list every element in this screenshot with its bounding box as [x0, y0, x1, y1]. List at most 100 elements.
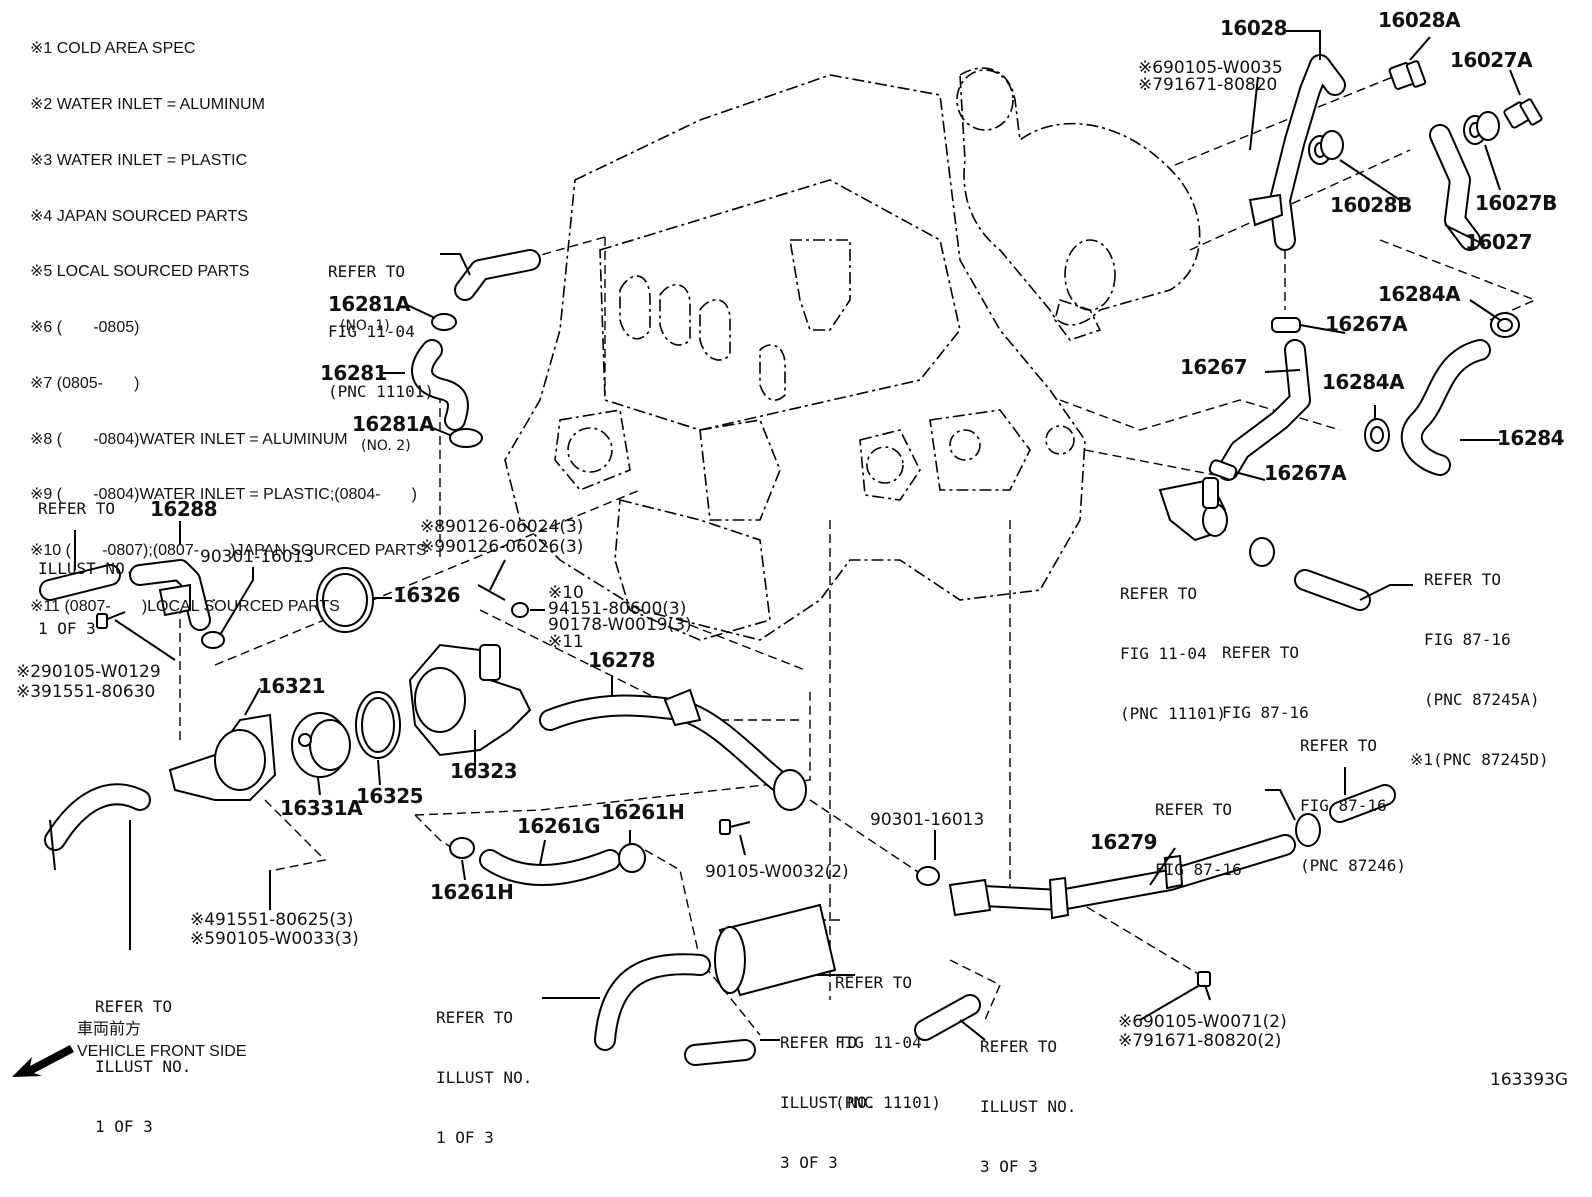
label-16323[interactable]: 16323: [450, 759, 518, 783]
part-bolt-90105-W0129: [96, 611, 126, 629]
refer-to-fig-87-16-mid[interactable]: REFER TO FIG 87-16: [1222, 603, 1309, 743]
label-16281[interactable]: 16281: [320, 361, 388, 385]
part-90301-16013-oring-top: [201, 631, 225, 649]
label-16027A[interactable]: 16027A: [1450, 48, 1533, 72]
spec-notes: ※1 COLD AREA SPEC ※2 WATER INLET = ALUMI…: [30, 3, 427, 635]
spec-note: ※5 LOCAL SOURCED PARTS: [30, 263, 250, 281]
bolt-note[interactable]: ※491551-80625(3): [190, 910, 354, 930]
refer-line: REFER TO: [1222, 643, 1300, 662]
bolt-note[interactable]: ※990126-06026(3): [420, 537, 584, 557]
spec-note: ※10 ( -0807);(0807- )JAPAN SOURCED PARTS: [30, 542, 427, 560]
label-16278[interactable]: 16278: [588, 648, 656, 672]
refer-line: REFER TO: [436, 1008, 514, 1027]
label-90301-16013-bottom[interactable]: 90301-16013: [870, 810, 985, 830]
refer-line: 1 OF 3: [38, 619, 96, 638]
part-16284-hose: [1400, 339, 1491, 476]
label-16267A-top[interactable]: 16267A: [1325, 312, 1408, 336]
label-16281A-1-sub: (NO. 1): [340, 318, 390, 334]
bolt-note[interactable]: 90178-W0019(3): [548, 615, 692, 635]
label-16331A[interactable]: 16331A: [280, 796, 363, 820]
label-16261G[interactable]: 16261G: [517, 814, 601, 838]
refer-line: (PNC 87245A): [1424, 690, 1540, 709]
part-16326-gasket: [316, 567, 374, 633]
bolt-note[interactable]: ※791671-80820(2): [1118, 1031, 1282, 1051]
refer-line: 1 OF 3: [95, 1117, 153, 1136]
bolt-note[interactable]: ※890126-06024(3): [420, 517, 584, 537]
part-16279-pipe: [948, 834, 1296, 920]
label-16284[interactable]: 16284: [1497, 426, 1565, 450]
bolt-note[interactable]: ※391551-80630: [16, 682, 156, 702]
spec-note: ※1 COLD AREA SPEC: [30, 40, 196, 58]
refer-to-fig-11-04-right[interactable]: REFER TO FIG 11-04 (PNC 11101): [1120, 544, 1226, 744]
bolt-note[interactable]: ※290105-W0129: [16, 662, 161, 682]
parts-diagram: ※1 COLD AREA SPEC ※2 WATER INLET = ALUMI…: [12, 3, 1568, 1176]
refer-to-fig-87-16-pnc-87246[interactable]: REFER TO FIG 87-16 (PNC 87246): [1300, 696, 1406, 896]
label-90301-16013-top[interactable]: 90301-16013: [200, 547, 315, 567]
label-16284A-top[interactable]: 16284A: [1378, 282, 1461, 306]
label-16281A-1[interactable]: 16281A: [328, 292, 411, 316]
part-16284A-clamp-mid: [1364, 418, 1390, 452]
label-16267[interactable]: 16267: [1180, 355, 1248, 379]
vehicle-front-arrow: [12, 1045, 74, 1077]
refer-to-fig-87-16-lower[interactable]: REFER TO FIG 87-16: [1155, 760, 1242, 900]
bolt-note[interactable]: 94151-80600(3): [548, 599, 687, 619]
part-90301-16013-oring-bottom: [916, 866, 940, 886]
part-16288-pipe: [129, 559, 211, 631]
spec-note: ※8 ( -0804)WATER INLET = ALUMINUM: [30, 430, 348, 448]
part-16281A-clamp-2: [449, 428, 483, 448]
label-90105-W0032[interactable]: 90105-W0032(2): [705, 862, 849, 882]
label-16326[interactable]: 16326: [393, 583, 461, 607]
spec-note: ※7 (0805- ): [30, 374, 140, 392]
refer-line: (PNC 11101): [1120, 704, 1226, 723]
label-16028B[interactable]: 16028B: [1330, 193, 1412, 217]
refer-line: REFER TO: [1155, 800, 1233, 819]
hose-bottom-small: [684, 1039, 756, 1066]
part-pipe-11101-top: [454, 249, 541, 301]
part-16278-pipe: [539, 688, 807, 811]
label-16288[interactable]: 16288: [150, 497, 218, 521]
refer-to-fig-11-04-top[interactable]: REFER TO FIG 11-04 (PNC 11101): [328, 222, 434, 422]
spec-note: ※11 (0807- )LOCAL SOURCED PARTS: [30, 598, 340, 615]
bolt-note[interactable]: ※791671-80820: [1138, 75, 1278, 95]
refer-to-illust-center-bottom[interactable]: REFER TO ILLUST NO. 1 OF 3: [436, 968, 532, 1168]
bolt-note[interactable]: ※690105-W0071(2): [1118, 1012, 1287, 1032]
part-bolt-90105-W0032: [719, 819, 751, 835]
refer-to-illust-3-of-3-left[interactable]: REFER TO ILLUST NO. 3 OF 3: [780, 993, 876, 1193]
refer-to-illust-left-top[interactable]: REFER TO ILLUST NO. 1 OF 3: [38, 459, 134, 659]
label-16267A-bottom[interactable]: 16267A: [1264, 461, 1347, 485]
label-16281A-2[interactable]: 16281A: [352, 412, 435, 436]
spec-note: ※9 ( -0804)WATER INLET = PLASTIC;(0804- …: [30, 486, 417, 504]
label-16261H-top[interactable]: 16261H: [601, 800, 685, 824]
refer-to-illust-3-of-3-right[interactable]: REFER TO ILLUST NO. 3 OF 3: [980, 997, 1076, 1197]
refer-line: FIG 87-16: [1300, 796, 1387, 815]
label-16325[interactable]: 16325: [356, 784, 424, 808]
label-16027B[interactable]: 16027B: [1475, 191, 1557, 215]
bolt-note: ※11: [548, 632, 584, 652]
label-16028A[interactable]: 16028A: [1378, 8, 1461, 32]
refer-line: FIG 11-04: [328, 322, 415, 341]
hose-center-lower: [594, 953, 711, 1051]
refer-line: 3 OF 3: [780, 1153, 838, 1172]
refer-to-fig-87-16-right[interactable]: REFER TO FIG 87-16 (PNC 87245A) ※1(PNC 8…: [1410, 530, 1549, 790]
bolt-note[interactable]: ※690105-W0035: [1138, 58, 1283, 78]
diagram-drawing: [12, 30, 1543, 1077]
part-16281-hose: [411, 339, 469, 431]
refer-line: REFER TO: [980, 1037, 1058, 1056]
label-16028[interactable]: 16028: [1220, 16, 1288, 40]
label-16321[interactable]: 16321: [258, 674, 326, 698]
refer-line: ILLUST NO.: [95, 1057, 192, 1076]
refer-line: REFER TO: [328, 262, 406, 281]
intake-component-outline: [956, 67, 1201, 341]
label-16279[interactable]: 16279: [1090, 830, 1158, 854]
bolt-note[interactable]: ※590105-W0033(3): [190, 929, 359, 949]
label-16261H-bottom[interactable]: 16261H: [430, 880, 514, 904]
label-16284A-mid[interactable]: 16284A: [1322, 370, 1405, 394]
part-bolt-90105-W0071: [1197, 971, 1211, 1001]
label-16027[interactable]: 16027: [1465, 230, 1533, 254]
refer-line: FIG 11-04: [835, 1033, 922, 1052]
refer-line: REFER TO: [780, 1033, 858, 1052]
part-16321-inlet-housing: [168, 713, 277, 801]
hose-87245: [1294, 569, 1371, 611]
vehicle-front-label-en: VEHICLE FRONT SIDE: [77, 1043, 247, 1060]
part-16323-water-outlet: [408, 643, 532, 757]
